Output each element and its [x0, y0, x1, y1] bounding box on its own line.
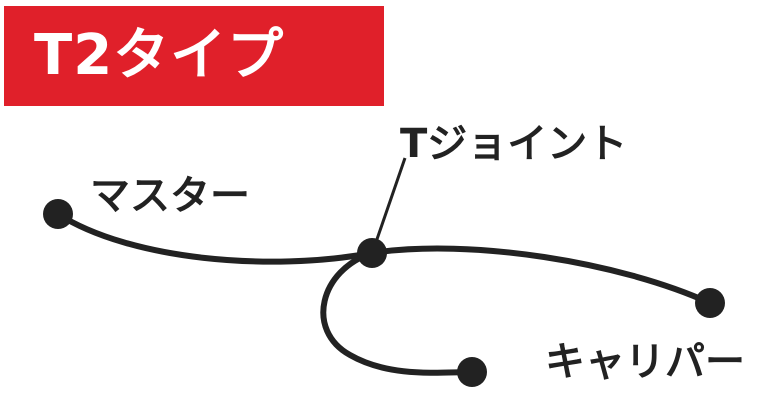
tjoint-node [357, 238, 387, 268]
line-master-to-tjoint [55, 211, 375, 265]
lower-caliper-node [457, 357, 487, 387]
tjoint-leader-line [373, 157, 407, 246]
line-tjoint-to-right-caliper [369, 245, 713, 306]
title-banner: T2タイプ [4, 6, 384, 106]
right-caliper-node [695, 288, 725, 318]
caliper-label: キャリパー [545, 339, 745, 385]
master-label: マスター [90, 173, 250, 219]
line-tjoint-to-lower-caliper [320, 250, 475, 376]
title-text: T2タイプ [34, 23, 285, 88]
master-node [43, 199, 73, 229]
tjoint-label: Tジョイント [400, 121, 628, 167]
